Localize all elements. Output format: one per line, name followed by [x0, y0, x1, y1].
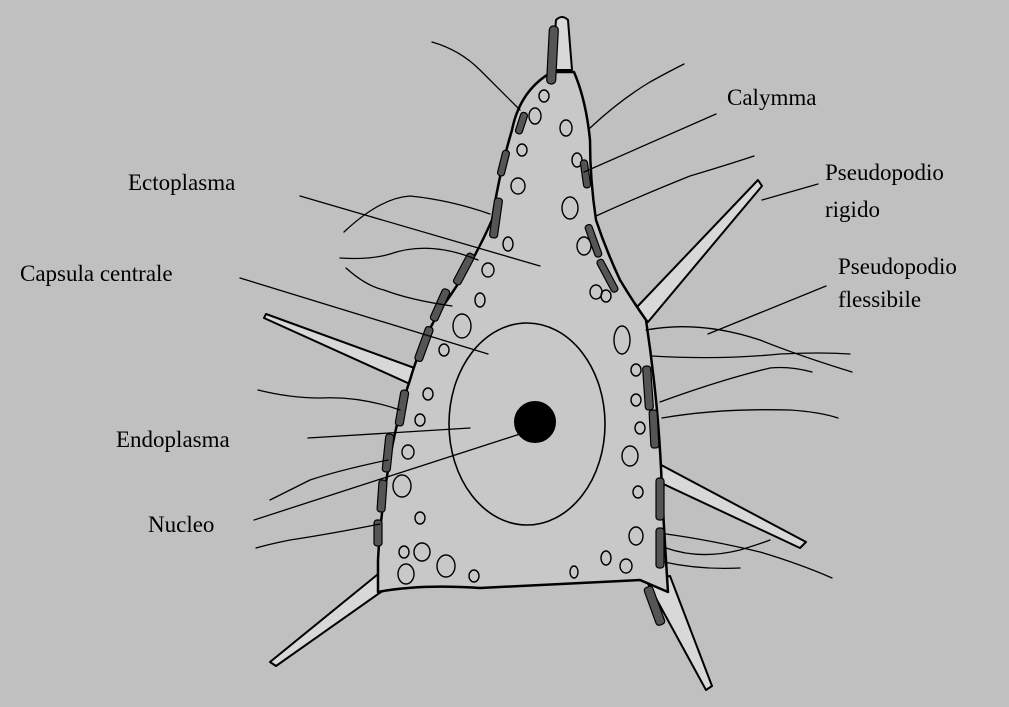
label-ectoplasma: Ectoplasma: [128, 170, 235, 196]
leader-pseudopodio-rigido: [762, 184, 818, 200]
label-capsula-centrale: Capsula centrale: [20, 261, 173, 287]
label-calymma: Calymma: [727, 85, 816, 111]
spicule-bottom: [646, 576, 712, 690]
spicule-upper-left: [264, 314, 420, 384]
label-pseudopodio-flessibile-line1: Pseudopodio: [838, 254, 957, 280]
label-pseudopodio-flessibile-line2: flessibile: [838, 287, 921, 313]
label-pseudopodio-rigido-line1: Pseudopodio: [825, 160, 944, 186]
nucleus: [515, 402, 555, 442]
label-endoplasma: Endoplasma: [116, 427, 230, 453]
leader-pseudopodio-flessibile: [708, 286, 826, 334]
cell-outline: [378, 72, 668, 592]
spicule-upper-right: [636, 180, 762, 322]
label-pseudopodio-rigido-line2: rigido: [825, 197, 880, 223]
label-nucleo: Nucleo: [148, 512, 214, 538]
leader-calymma: [584, 114, 716, 172]
